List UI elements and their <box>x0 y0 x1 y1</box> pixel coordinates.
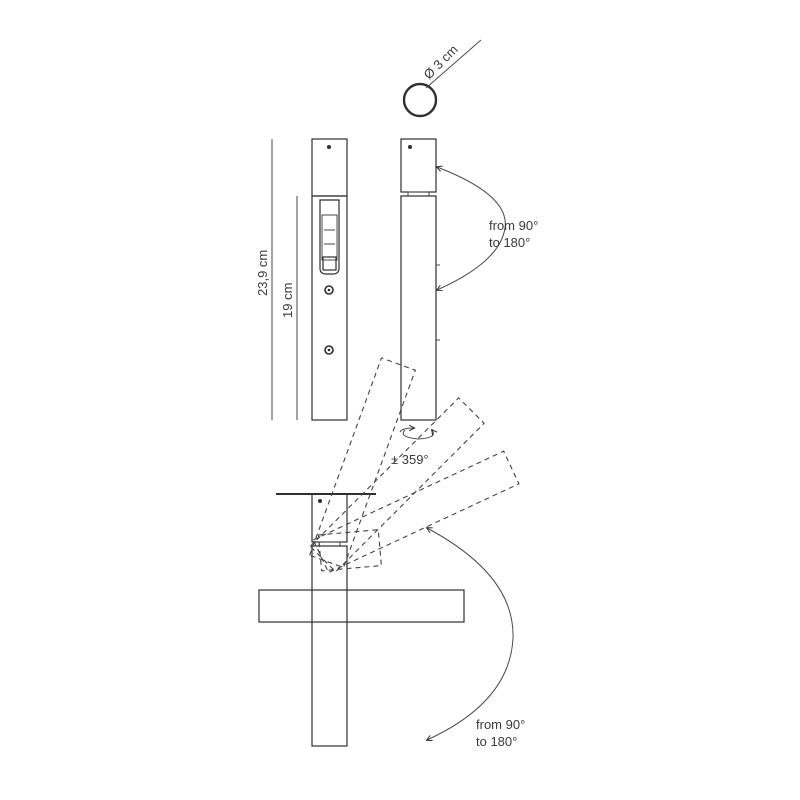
total-height-label: 23,9 cm <box>255 250 270 296</box>
rotation-cap-screw <box>318 499 322 503</box>
rotation-label-line1: from 90° <box>476 717 525 732</box>
front-body <box>311 195 348 421</box>
front-cap-screw <box>327 145 331 149</box>
screw-upper <box>324 285 334 295</box>
rotation-body-horizontal <box>258 589 465 623</box>
rotation-ghost-1 <box>308 357 417 569</box>
side-joint <box>407 191 430 197</box>
swivel-label: ± 359° <box>391 452 429 467</box>
diameter-callout: Ø 3 cm <box>402 39 482 118</box>
rotation-diagram: from 90° to 180° <box>258 357 525 749</box>
side-cap-screw <box>408 145 412 149</box>
hinge-bracket <box>321 214 338 261</box>
tilt-arrow-top <box>437 167 506 290</box>
side-cap <box>400 138 437 193</box>
rotation-arrow <box>427 528 514 740</box>
rotation-label-line2: to 180° <box>476 734 517 749</box>
side-view: from 90° to 180° ± 359° <box>391 138 538 467</box>
body-height-label: 19 cm <box>280 283 295 318</box>
height-dimensions: 23,9 cm 19 cm <box>255 139 298 420</box>
hinge-knuckle <box>322 256 337 271</box>
diameter-label: Ø 3 cm <box>421 42 461 82</box>
hinge-slot <box>319 199 340 275</box>
tilt-label-top-line1: from 90° <box>489 218 538 233</box>
front-view <box>311 138 348 421</box>
tilt-label-top-line2: to 180° <box>489 235 530 250</box>
rotation-ghost-3 <box>312 450 520 574</box>
cross-section-circle <box>402 82 438 118</box>
swivel-arrow <box>402 430 433 440</box>
screw-lower <box>324 345 334 355</box>
rotation-ghost-4 <box>317 529 382 572</box>
swivel-arrow-start <box>399 428 414 433</box>
diameter-leader-line <box>425 39 482 89</box>
side-body <box>400 195 437 421</box>
rotation-body-vertical <box>311 545 348 747</box>
